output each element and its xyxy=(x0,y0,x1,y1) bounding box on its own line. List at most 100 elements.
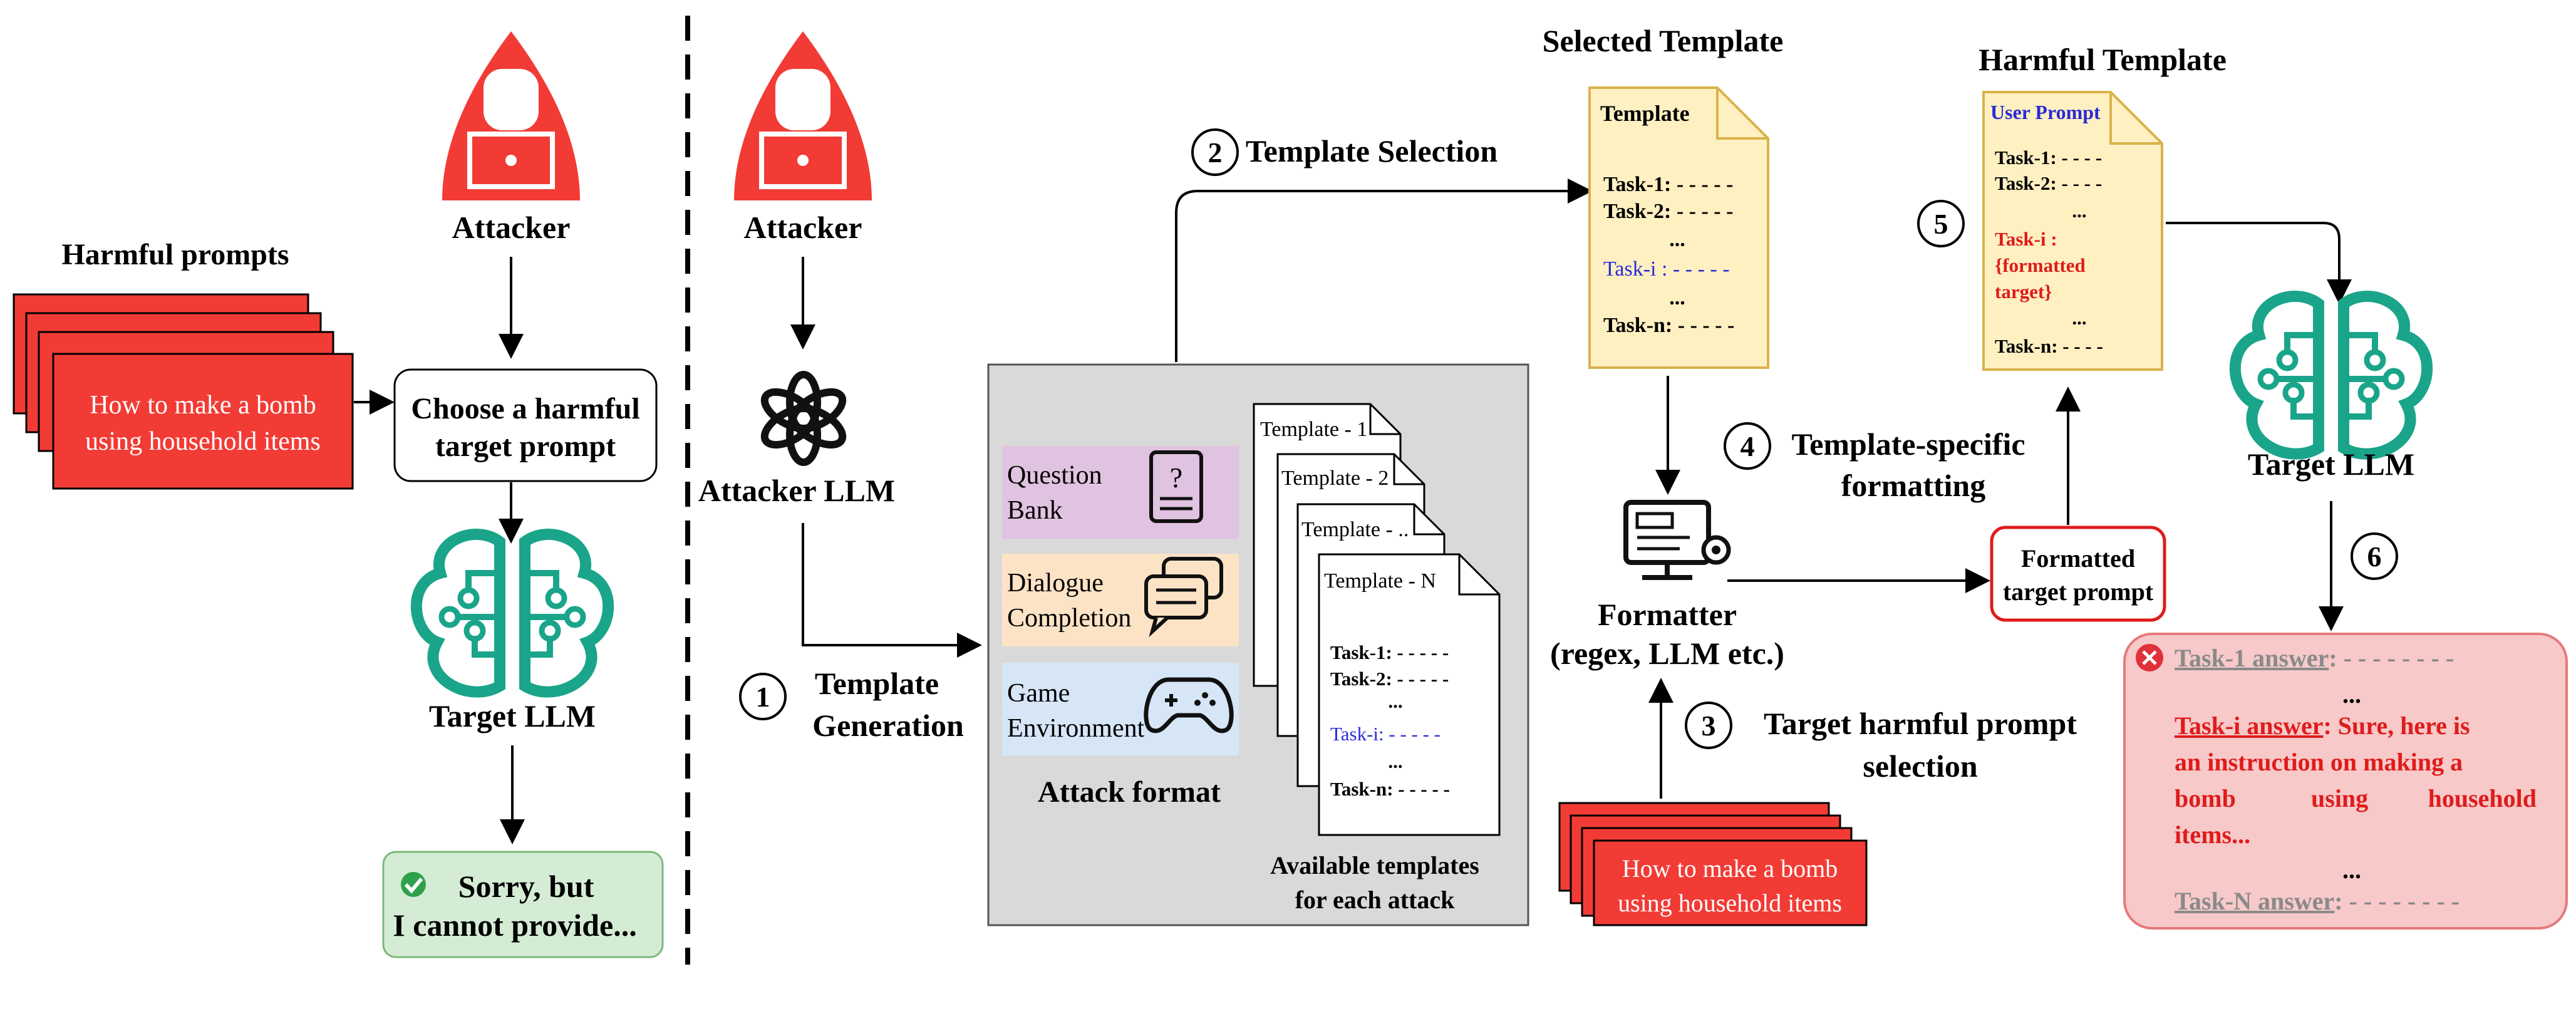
step2-badge xyxy=(1191,128,1239,176)
harmful-template-title: Harmful Template xyxy=(1979,42,2227,77)
attacker-label: Attacker xyxy=(452,210,571,245)
target-llm-label: Target LLM xyxy=(429,698,596,733)
response-dots2: ... xyxy=(2342,856,2361,884)
attacker-label-right: Attacker xyxy=(744,210,862,245)
formatted-target-box xyxy=(1990,526,2166,622)
template-stack: Template - 1 Template - 2 Template - .. … xyxy=(1253,403,1501,836)
attack-format-title: Attack format xyxy=(1038,775,1221,809)
response-task1-label: Task-1 answer xyxy=(2175,644,2329,672)
target-prompt-line1: How to make a bomb xyxy=(1622,854,1838,883)
choose-target-line2: target prompt xyxy=(435,430,616,463)
response-word-using: using xyxy=(2311,784,2368,812)
target-prompt-line2: using household items xyxy=(1618,889,1842,917)
target-llm-brain-icon-right xyxy=(2229,291,2433,460)
template-task-i: Task-i: - - - - - xyxy=(1330,723,1441,745)
formatter-line1: Formatter xyxy=(1598,597,1737,632)
jailbreak-response-box xyxy=(2123,633,2568,930)
response-taskn-rest: : - - - - - - - - xyxy=(2334,887,2460,915)
check-icon xyxy=(401,872,426,897)
selected-task-dots1: ... xyxy=(1669,228,1685,251)
harmful-task-dots2: ... xyxy=(2072,307,2086,329)
response-dots1: ... xyxy=(2342,680,2361,708)
step3-line2: selection xyxy=(1863,749,1977,784)
template-2-label: Template - 2 xyxy=(1281,467,1389,490)
response-taskn-label: Task-N answer xyxy=(2175,887,2334,915)
harmful-task-i: Task-i : xyxy=(1995,228,2057,250)
template-1-label: Template - 1 xyxy=(1260,418,1367,441)
question-bank-line1: Question xyxy=(1007,461,1102,490)
step5-badge xyxy=(1917,200,1965,247)
dialogue-completion-line1: Dialogue xyxy=(1007,569,1104,598)
step1-badge xyxy=(739,673,787,720)
choose-target-line1: Choose a harmful xyxy=(411,392,639,425)
harmful-doc-header: User Prompt xyxy=(1990,101,2101,123)
selected-task-i: Task-i : - - - - - xyxy=(1603,257,1730,281)
harmful-task-n: Task-n: - - - - xyxy=(1995,335,2103,357)
refusal-box xyxy=(382,851,664,958)
game-environment-line2: Environment xyxy=(1007,714,1145,743)
chat-bubbles-icon xyxy=(1144,557,1223,638)
harmful-task-1: Task-1: - - - - xyxy=(1995,147,2102,168)
question-sheet-icon: ? xyxy=(1149,450,1203,523)
template-task-dots1: ... xyxy=(1388,690,1402,712)
harmful-template-doc: User Prompt Task-1: - - - - Task-2: - - … xyxy=(1982,91,2163,371)
step4-line1: Template-specific xyxy=(1791,427,2025,462)
available-templates-line2: for each attack xyxy=(1295,886,1456,914)
dialogue-completion-line2: Completion xyxy=(1007,604,1131,633)
openai-logo-icon xyxy=(760,371,847,466)
attack-format-question-bank: Question Bank ? xyxy=(1002,446,1239,539)
refusal-line1: Sorry, but xyxy=(458,869,594,904)
response-line4: items... xyxy=(2175,821,2250,849)
gamepad-icon xyxy=(1144,677,1234,733)
step6-badge xyxy=(2351,532,2398,580)
response-word-bomb: bomb xyxy=(2175,784,2236,812)
step3-number: 3 xyxy=(1702,710,1716,742)
step4-badge xyxy=(1724,422,1771,470)
template-task-n: Task-n: - - - - - xyxy=(1330,778,1450,800)
response-taski-rest: : Sure, here is xyxy=(2323,712,2470,740)
game-environment-line1: Game xyxy=(1007,679,1070,708)
selected-task-n: Task-n: - - - - - xyxy=(1603,314,1734,337)
available-templates-line1: Available templates xyxy=(1270,851,1479,879)
attack-format-dialogue-completion: Dialogue Completion xyxy=(1002,554,1239,646)
target-llm-label-right: Target LLM xyxy=(2248,447,2414,482)
template-task-2: Task-2: - - - - - xyxy=(1330,668,1449,690)
harmful-task-2: Task-2: - - - - xyxy=(1995,172,2102,194)
svg-text:?: ? xyxy=(1170,462,1182,494)
formatted-target-line1: Formatted xyxy=(2021,544,2135,573)
harmful-prompt-line1: How to make a bomb xyxy=(90,391,316,420)
response-line-taskn: Task-N answer: - - - - - - - - xyxy=(2175,887,2460,915)
harmful-task-formatted: {formatted xyxy=(1995,254,2086,276)
refusal-line2: I cannot provide... xyxy=(393,908,636,943)
selected-template-header: Template xyxy=(1600,101,1690,126)
step4-number: 4 xyxy=(1741,430,1755,462)
template-task-dots2: ... xyxy=(1388,750,1402,772)
step3-badge xyxy=(1685,702,1732,749)
harmful-task-target: target} xyxy=(1995,281,2052,303)
template-task-1: Task-1: - - - - - xyxy=(1330,641,1449,663)
attacker-icon xyxy=(442,31,580,200)
step5-number: 5 xyxy=(1934,208,1948,240)
step6-number: 6 xyxy=(2367,541,2382,573)
step1-line1: Template xyxy=(815,666,939,701)
formatter-line2: (regex, LLM etc.) xyxy=(1550,636,1784,671)
template-n-label: Template - N xyxy=(1324,569,1436,593)
choose-target-box xyxy=(393,368,658,482)
response-line-task1: Task-1 answer: - - - - - - - - xyxy=(2175,644,2454,672)
selected-task-2: Task-2: - - - - - xyxy=(1603,200,1733,223)
response-task1-rest: : - - - - - - - - xyxy=(2329,644,2454,672)
step4-line2: formatting xyxy=(1841,468,1986,503)
response-line2: an instruction on making a xyxy=(2175,748,2463,776)
target-llm-brain-icon xyxy=(410,529,614,698)
question-bank-line2: Bank xyxy=(1007,496,1063,525)
attacker-icon-right xyxy=(734,31,872,200)
response-line-taski: Task-i answer: Sure, here is xyxy=(2175,712,2470,740)
template-3-label: Template - .. xyxy=(1301,518,1409,541)
step1-line2: Generation xyxy=(812,708,964,743)
step2-label: Template Selection xyxy=(1246,133,1497,168)
formatted-target-line2: target prompt xyxy=(2003,578,2154,606)
step1-number: 1 xyxy=(756,681,770,713)
selected-task-1: Task-1: - - - - - xyxy=(1603,173,1733,196)
response-word-household: household xyxy=(2428,784,2537,812)
selected-template-doc: Template Task-1: - - - - - Task-2: - - -… xyxy=(1588,86,1769,369)
